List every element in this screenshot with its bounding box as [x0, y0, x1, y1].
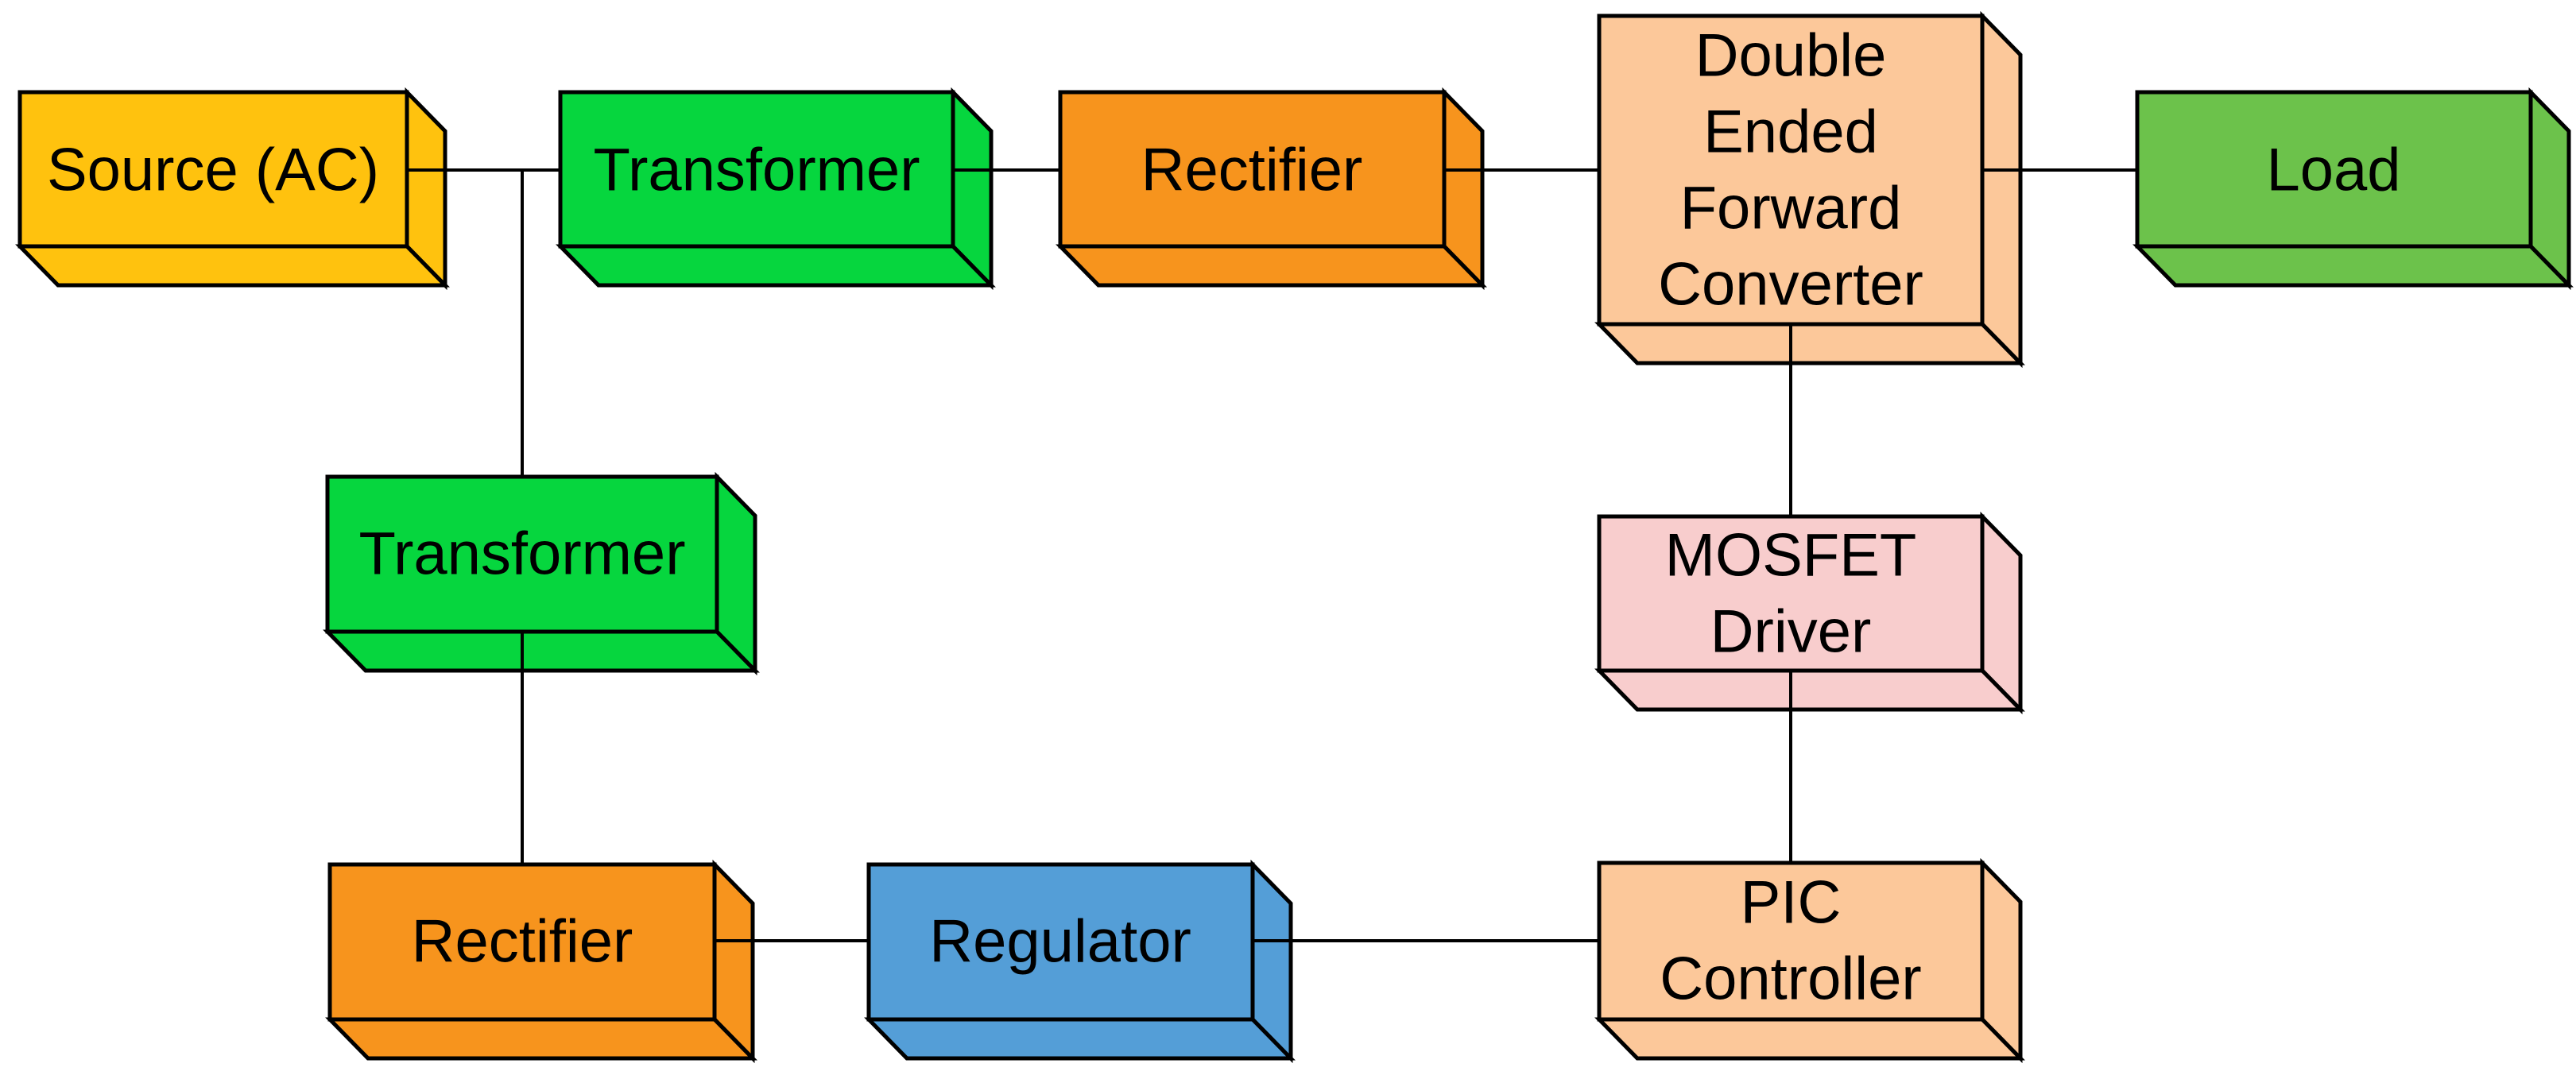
block-converter-bottom [1594, 322, 2025, 365]
block-converter-label-line1: Double [1695, 22, 1887, 90]
block-mosfet-driver-front [1597, 514, 1985, 673]
block-pic-controller: PIC Controller [1594, 857, 2025, 1064]
block-transformer-mid-front [325, 474, 719, 634]
block-source-front [17, 90, 409, 249]
block-transformer-top-front [558, 90, 955, 249]
block-load-bottom [2132, 244, 2574, 288]
block-converter-label-line3: Forward [1680, 175, 1902, 242]
block-transformer-top-bottom [556, 244, 996, 288]
block-rectifier-bottom-label: Rectifier [412, 908, 633, 976]
block-source: Source (AC) [15, 87, 450, 291]
block-transformer-top: Transformer [556, 87, 996, 291]
block-rectifier-bottom-front [327, 862, 717, 1022]
block-converter: Double Ended Forward Converter [1594, 10, 2025, 369]
block-regulator-front [866, 862, 1255, 1022]
block-mosfet-driver-label-line2: Driver [1710, 598, 1872, 666]
block-pic-controller-front [1597, 860, 1985, 1022]
block-mosfet-driver-bottom [1594, 668, 2025, 712]
block-regulator-label: Regulator [929, 908, 1191, 976]
block-pic-controller-label-line2: Controller [1660, 946, 1921, 1013]
block-transformer-mid: Transformer [323, 471, 760, 676]
block-rectifier-bottom: Rectifier [325, 859, 757, 1064]
block-transformer-top-label: Transformer [593, 137, 920, 204]
block-mosfet-driver-label-line1: MOSFET [1665, 522, 1917, 590]
block-pic-controller-bottom [1594, 1017, 2025, 1061]
block-source-bottom [15, 244, 450, 288]
block-transformer-mid-label: Transformer [358, 520, 685, 588]
block-load-front [2135, 90, 2533, 249]
block-source-label: Source (AC) [47, 137, 379, 204]
block-transformer-mid-bottom [323, 629, 760, 673]
block-rectifier-top: Rectifier [1056, 87, 1487, 291]
block-converter-label-line4: Converter [1658, 251, 1923, 319]
block-regulator: Regulator [864, 859, 1296, 1064]
block-rectifier-top-bottom [1056, 244, 1487, 288]
block-converter-front [1597, 14, 1985, 327]
block-load-label: Load [2266, 137, 2400, 204]
block-mosfet-driver: MOSFET Driver [1594, 511, 2025, 715]
block-rectifier-top-label: Rectifier [1141, 137, 1363, 204]
block-pic-controller-label-line1: PIC [1741, 869, 1842, 937]
block-load: Load [2132, 87, 2574, 291]
block-regulator-bottom [864, 1017, 1296, 1061]
block-rectifier-top-front [1058, 90, 1447, 249]
block-converter-side [1980, 10, 2023, 369]
block-rectifier-bottom-bottom [325, 1017, 757, 1061]
block-converter-label-line2: Ended [1703, 99, 1878, 166]
